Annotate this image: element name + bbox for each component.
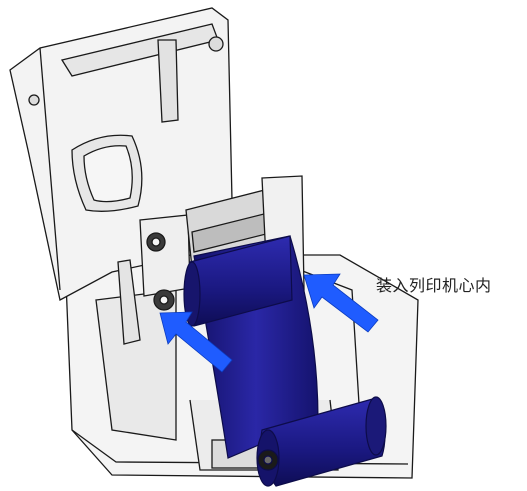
ribbon-roll-top [183,235,293,327]
install-callout-label: 装入列印机心内 [376,276,492,295]
ribbon-roll-bottom [256,396,387,487]
arrow-icon [159,273,379,373]
